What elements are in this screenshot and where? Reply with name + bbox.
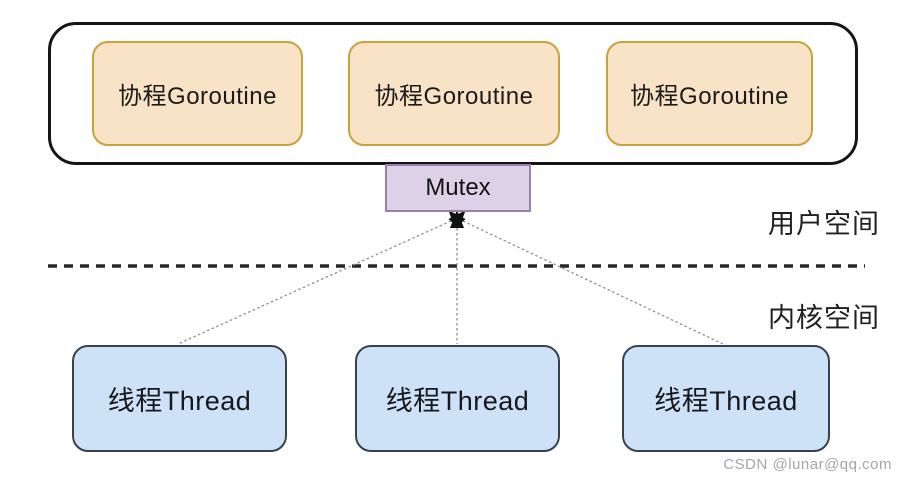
goroutine-box-3: 协程Goroutine [606,41,813,146]
thread-label-3: 线程Thread [654,386,798,416]
kernel-space-label: 内核空间 [768,303,880,333]
goroutine-label-1: 协程Goroutine [118,83,277,110]
thread-label-2: 线程Thread [385,386,530,416]
goroutine-label-3: 协程Goroutine [630,83,789,110]
goroutine-box-1: 协程Goroutine [92,41,303,146]
thread-label-1: 线程Thread [107,386,252,416]
user-space-label: 用户空间 [768,209,880,239]
connector-thread1-mutex [177,220,452,345]
thread-box-3: 线程Thread [622,345,830,452]
goroutine-box-2: 协程Goroutine [348,41,560,146]
mutex-box: Mutex [385,164,531,212]
watermark-text: CSDN @lunar@qq.com [723,456,892,473]
arrowhead-center-icon [450,210,464,228]
connector-thread3-mutex [462,220,724,345]
thread-box-1: 线程Thread [72,345,287,452]
mutex-label: Mutex [425,174,491,201]
goroutine-label-2: 协程Goroutine [374,83,534,110]
thread-box-2: 线程Thread [355,345,560,452]
